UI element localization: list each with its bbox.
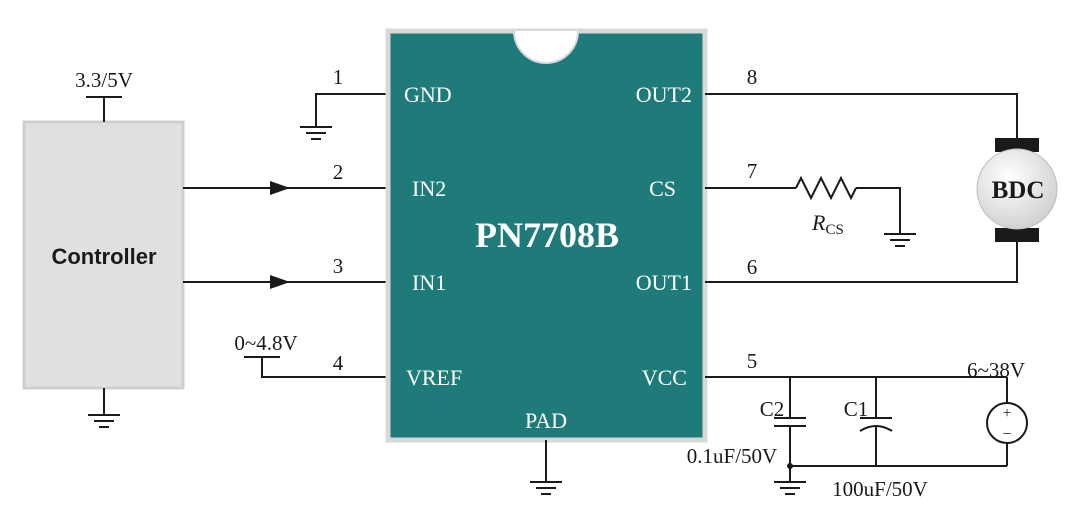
supply-voltage-label: 6~38V bbox=[967, 358, 1025, 382]
pin-label-pad: PAD bbox=[525, 408, 567, 433]
pin-number-1: 1 bbox=[333, 65, 344, 89]
pin-label-out2: OUT2 bbox=[636, 82, 692, 107]
out1-net: 6 bbox=[705, 240, 1018, 283]
pin-number-5: 5 bbox=[747, 349, 758, 373]
voltage-source-icon: + − bbox=[986, 377, 1028, 466]
controller-supply-label: 3.3/5V bbox=[75, 68, 133, 92]
source-plus: + bbox=[1002, 405, 1011, 422]
pin-label-vref: VREF bbox=[406, 365, 462, 390]
pin-label-in2: IN2 bbox=[412, 176, 446, 201]
pad-ground-icon bbox=[530, 440, 562, 495]
c1-name: C1 bbox=[844, 397, 869, 421]
c2-value: 0.1uF/50V bbox=[687, 444, 777, 468]
c2-name: C2 bbox=[760, 397, 785, 421]
c1-value: 100uF/50V bbox=[832, 477, 928, 501]
controller-label: Controller bbox=[51, 244, 157, 269]
cs-net: 7 RCS bbox=[705, 159, 916, 247]
chip-name: PN7708B bbox=[475, 215, 619, 255]
in1-signal: 3 bbox=[183, 254, 390, 289]
controller-block: Controller bbox=[22, 120, 185, 390]
chip-body: PN7708B GND IN2 IN1 VREF OUT2 CS OUT1 VC… bbox=[385, 28, 708, 443]
capacitor-c1: C1 100uF/50V bbox=[832, 377, 928, 501]
resistor-label: RCS bbox=[811, 210, 844, 238]
controller-ground-icon bbox=[88, 388, 120, 428]
pin-number-8: 8 bbox=[747, 65, 758, 89]
pin-number-4: 4 bbox=[333, 351, 344, 375]
pin-number-2: 2 bbox=[333, 160, 344, 184]
pin-label-gnd: GND bbox=[404, 82, 452, 107]
motor-icon: BDC bbox=[976, 138, 1058, 242]
capacitor-c2: C2 0.1uF/50V bbox=[687, 377, 806, 495]
pin-label-out1: OUT1 bbox=[636, 270, 692, 295]
out2-net: 8 bbox=[705, 65, 1018, 140]
controller-supply: 3.3/5V bbox=[75, 68, 133, 122]
vref-net: 0~4.8V 4 bbox=[234, 331, 390, 378]
pin-label-cs: CS bbox=[649, 176, 676, 201]
vref-source-label: 0~4.8V bbox=[234, 331, 297, 355]
pin-number-6: 6 bbox=[747, 255, 758, 279]
pin-number-3: 3 bbox=[333, 254, 344, 278]
vcc-net: 5 6~38V bbox=[705, 349, 1025, 467]
in2-signal: 2 bbox=[183, 160, 390, 195]
source-minus: − bbox=[1002, 426, 1011, 443]
pin-label-in1: IN1 bbox=[412, 270, 446, 295]
motor-label: BDC bbox=[992, 177, 1045, 204]
gnd-net: 1 bbox=[300, 65, 390, 140]
pin-number-7: 7 bbox=[747, 159, 758, 183]
pin-label-vcc: VCC bbox=[642, 365, 687, 390]
